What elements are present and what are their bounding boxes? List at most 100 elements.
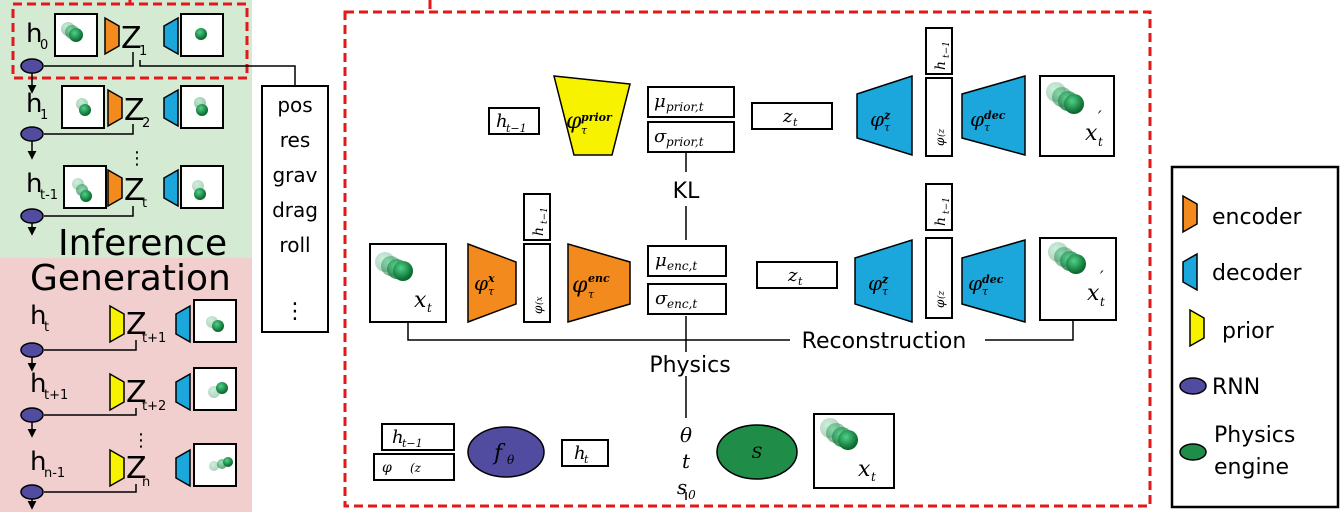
decoder-icon bbox=[175, 448, 191, 488]
phi-z-sub-enc: τ bbox=[882, 285, 889, 298]
z-subscript: t+2 bbox=[142, 399, 166, 414]
x-t-sub: t bbox=[427, 301, 432, 315]
h-prev-vertical-dec: h bbox=[933, 217, 949, 226]
h-t-sub: t bbox=[584, 453, 589, 466]
physics-params-list: pos res grav drag roll ⋮ bbox=[272, 93, 318, 324]
rnn-cell-icon bbox=[467, 426, 545, 478]
reconstruction-label: Reconstruction bbox=[802, 329, 967, 354]
f-theta-sub: θ bbox=[507, 453, 515, 467]
phi-enc-sup: enc bbox=[588, 272, 610, 285]
param-grav: grav bbox=[272, 163, 317, 187]
z-t-box bbox=[751, 102, 833, 130]
legend: encoder decoder prior RNN Physics engine bbox=[1179, 194, 1303, 480]
phi-z-of-zt: φ bbox=[933, 137, 947, 146]
z-t-sub-enc: t bbox=[798, 275, 803, 288]
z-label: Z bbox=[124, 173, 145, 208]
z-t-sub: t bbox=[793, 116, 798, 129]
decoder-icon bbox=[175, 304, 191, 344]
z-label: Z bbox=[126, 451, 147, 486]
prior-icon bbox=[109, 448, 125, 488]
generation-step-1: h t+1 Z t+2 ⋮ bbox=[20, 367, 237, 451]
inference-step-0: h 0 Z 1 bbox=[20, 13, 296, 88]
h-label: h bbox=[26, 89, 42, 119]
physics-label: Physics bbox=[649, 353, 730, 378]
inference-step-1: h 1 Z 2 ⋮ bbox=[20, 85, 224, 169]
decoder-network-icon-enc bbox=[961, 239, 1026, 323]
sigma-enc-label: σ bbox=[655, 288, 668, 309]
phi-x-of-xt: φ bbox=[531, 305, 545, 314]
h-prev-label-bottom: h bbox=[392, 427, 404, 448]
phi-z-of-zt-arg: (z bbox=[936, 128, 947, 137]
phi-dec-sub: τ bbox=[984, 121, 991, 134]
phi-prior-sub: τ bbox=[581, 124, 588, 137]
h-prev-vertical-box-dec bbox=[925, 183, 953, 231]
h-prev-vertical: h bbox=[933, 61, 949, 70]
phi-z-label-enc: φ bbox=[868, 271, 882, 295]
h-prev-vertical-box bbox=[925, 27, 953, 75]
h-prev-vertical-enc-sub: t−1 bbox=[540, 207, 550, 224]
x-t-prime-sub: t bbox=[1098, 135, 1103, 149]
phi-dec-sup: dec bbox=[984, 109, 1006, 122]
physics-engine-icon bbox=[1179, 443, 1207, 461]
legend-rnn-label: RNN bbox=[1212, 375, 1260, 400]
z-subscript: t bbox=[142, 196, 147, 211]
mu-prior-label: μ bbox=[654, 91, 666, 112]
h-prev-box bbox=[488, 107, 540, 135]
param-drag: drag bbox=[272, 198, 318, 222]
decoder-network-icon bbox=[961, 75, 1026, 156]
theta-label: θ bbox=[680, 423, 692, 447]
mu-enc-sub: enc,t bbox=[667, 259, 697, 273]
phi-z-of-zt-box-enc bbox=[925, 237, 953, 319]
sigma-enc-sub: enc,t bbox=[667, 297, 697, 311]
z-subscript: 1 bbox=[139, 44, 147, 59]
physics-engine-icon bbox=[716, 424, 798, 480]
mu-enc-box bbox=[647, 245, 727, 277]
ellipsis: ⋮ bbox=[128, 148, 146, 169]
rnn-icon bbox=[20, 484, 44, 500]
h-prev-sub-bottom: t−1 bbox=[402, 437, 423, 450]
x-t-prime-sup: ′ bbox=[1098, 107, 1102, 126]
generation-step-2: h n-1 Z n bbox=[20, 443, 237, 500]
highlight-connector bbox=[128, 0, 432, 12]
h-prev-sub: t−1 bbox=[506, 122, 527, 135]
legend-encoder-label: encoder bbox=[1212, 205, 1303, 230]
sigma-enc-box bbox=[647, 283, 727, 315]
decoder-icon bbox=[163, 88, 179, 128]
rnn-icon bbox=[20, 58, 44, 74]
x-t-label: x bbox=[414, 288, 427, 313]
x-t-label-bottom: x bbox=[858, 457, 871, 482]
inference-label: Inference bbox=[58, 223, 227, 264]
h-subscript: 1 bbox=[40, 108, 48, 123]
legend-physics-label: Physics bbox=[1214, 423, 1295, 448]
x-t-prime-sup-enc: ′ bbox=[1100, 267, 1104, 286]
x-t-prime-label-enc: x bbox=[1087, 281, 1100, 306]
encoder-icon bbox=[107, 88, 123, 128]
phi-z-of-zt-arg-bottom: (z bbox=[410, 461, 422, 475]
prior-network-icon bbox=[553, 75, 631, 156]
mu-prior-box bbox=[647, 86, 735, 118]
phi-x-of-xt-box bbox=[523, 243, 551, 323]
phi-dec-label-enc: φ bbox=[968, 271, 982, 295]
phi-dec-sup-enc: dec bbox=[982, 273, 1004, 286]
encoder-row: x t φ x τ h t−1 φ (x φ enc τ μ enc,t σ e… bbox=[369, 183, 1117, 324]
z-subscript: n bbox=[142, 475, 150, 490]
frame-thumbnail bbox=[193, 367, 237, 411]
t-label: t bbox=[682, 449, 691, 473]
x-t-prime-label: x bbox=[1085, 121, 1098, 146]
param-roll: roll bbox=[279, 233, 310, 257]
S-label: S bbox=[752, 443, 763, 462]
x-t-sub-bottom: t bbox=[871, 470, 876, 484]
prior-icon bbox=[109, 372, 125, 412]
legend-decoder-label: decoder bbox=[1212, 261, 1303, 286]
kl-label: KL bbox=[673, 179, 700, 204]
h-prev-vertical-dec-sub: t−1 bbox=[942, 197, 952, 214]
legend-engine-label: engine bbox=[1214, 455, 1289, 480]
z-label: Z bbox=[126, 307, 147, 342]
phi-z-network-icon bbox=[856, 74, 913, 157]
h-label: h bbox=[26, 169, 42, 199]
rnn-icon bbox=[20, 126, 44, 142]
h-label: h bbox=[30, 447, 46, 477]
h-subscript: t bbox=[44, 320, 49, 335]
phi-prior-sup: prior bbox=[581, 111, 613, 124]
h-t-box bbox=[561, 439, 609, 467]
